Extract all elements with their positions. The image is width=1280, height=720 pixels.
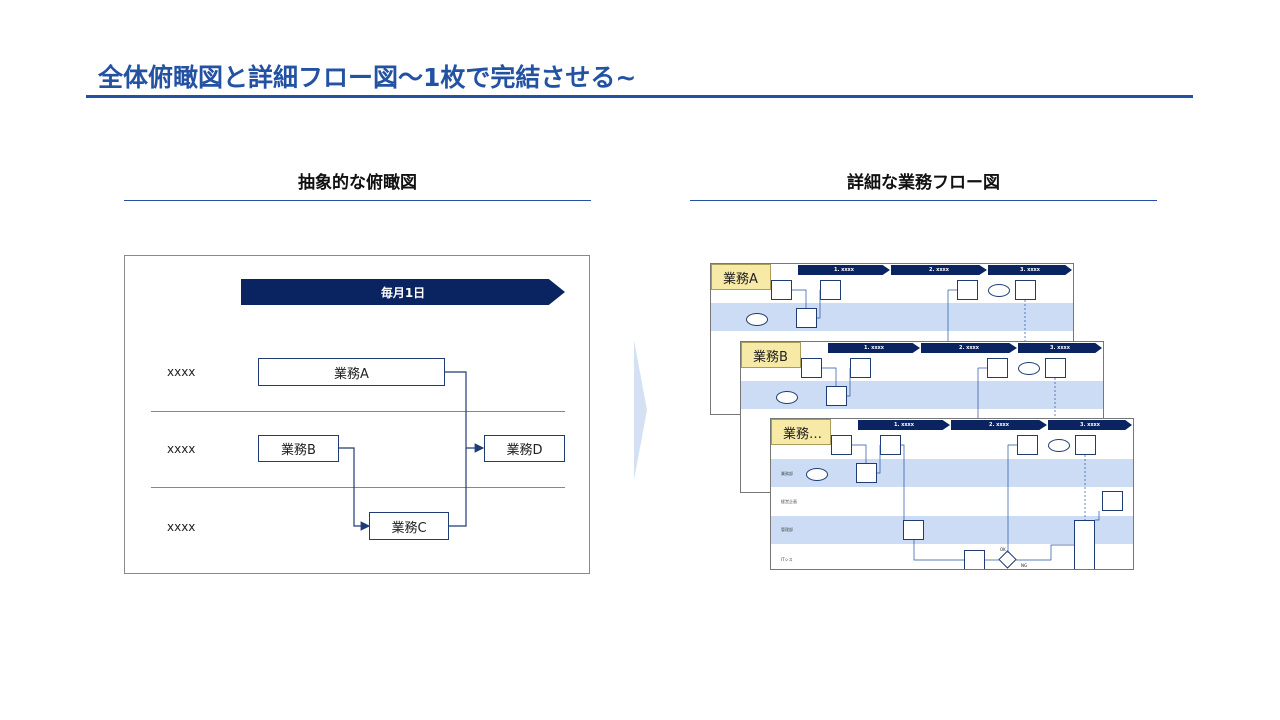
start-oval [806, 468, 828, 481]
process-box [957, 280, 978, 300]
connector-b-to-c [339, 447, 371, 531]
process-box [796, 308, 817, 328]
schedule-banner: 毎月1日 [241, 279, 565, 305]
event-oval [1048, 439, 1070, 452]
task-box-b: 業務B [258, 435, 339, 462]
phase-2: 2. xxxx [921, 343, 1017, 353]
task-box-d: 業務D [484, 435, 565, 462]
process-box [1102, 491, 1123, 511]
process-box [820, 280, 841, 300]
lane-band [741, 381, 1103, 409]
process-box [1017, 435, 1038, 455]
lane-band [771, 516, 1133, 544]
process-box [1045, 358, 1066, 378]
left-section-heading: 抽象的な俯瞰図 [298, 173, 417, 193]
lane-label: 経営企画 [781, 499, 797, 504]
lane-band [771, 459, 1133, 487]
process-box [1074, 520, 1095, 569]
lane-label: ITシス [781, 557, 793, 562]
process-box [903, 520, 924, 540]
decision-ok-label: OK [1000, 547, 1006, 552]
process-box [1075, 435, 1096, 455]
phase-3: 3. xxxx [988, 265, 1072, 275]
decision-ng-label: NG [1021, 563, 1028, 568]
task-box-a: 業務A [258, 358, 445, 386]
task-box-c: 業務C [369, 512, 449, 540]
process-box [1015, 280, 1036, 300]
connector-a-to-d [445, 371, 485, 453]
right-section-heading: 詳細な業務フロー図 [847, 173, 1000, 193]
sheet-tag: 業務B [741, 342, 801, 368]
process-box [826, 386, 847, 406]
page-title: 全体俯瞰図と詳細フロー図～1枚で完結させる~ [98, 63, 637, 92]
transition-arrow-icon [634, 340, 647, 480]
start-oval [746, 313, 768, 326]
lane-label: 管理部 [781, 527, 793, 532]
event-oval [988, 284, 1010, 297]
overview-connectors [339, 371, 485, 531]
detail-sheet-front: 1. xxxx 2. xxxx 3. xxxx 業務… 業務部 経営企画 管理部… [770, 418, 1134, 570]
process-box [880, 435, 901, 455]
right-section-rule [690, 200, 1157, 201]
process-box [850, 358, 871, 378]
phase-3: 3. xxxx [1048, 420, 1132, 430]
process-box [771, 280, 792, 300]
process-box [987, 358, 1008, 378]
title-underline [86, 95, 1193, 98]
lane-label-1: xxxx [167, 365, 196, 379]
phase-2: 2. xxxx [891, 265, 987, 275]
lane-divider [151, 487, 565, 488]
connector-c-to-d [448, 448, 467, 527]
sheet-tag: 業務A [711, 264, 771, 290]
sheet-connectors [852, 444, 1100, 561]
overview-diagram: 毎月1日 xxxx xxxx xxxx 業務A 業務B 業務C 業務D [124, 255, 590, 574]
event-oval [1018, 362, 1040, 375]
phase-1: 1. xxxx [858, 420, 950, 430]
sheet-connectors [792, 289, 1026, 344]
process-box [964, 550, 985, 569]
process-box [831, 435, 852, 455]
lane-label-3: xxxx [167, 520, 196, 534]
phase-1: 1. xxxx [798, 265, 890, 275]
phase-1: 1. xxxx [828, 343, 920, 353]
phase-2: 2. xxxx [951, 420, 1047, 430]
process-box [801, 358, 822, 378]
left-section-rule [124, 200, 591, 201]
lane-label-2: xxxx [167, 442, 196, 456]
sheet-connectors [822, 367, 1056, 422]
sheet-tag: 業務… [771, 419, 831, 445]
phase-3: 3. xxxx [1018, 343, 1102, 353]
lane-label: 業務部 [781, 471, 793, 476]
lane-divider [151, 411, 565, 412]
process-box [856, 463, 877, 483]
lane-band [711, 303, 1073, 331]
start-oval [776, 391, 798, 404]
